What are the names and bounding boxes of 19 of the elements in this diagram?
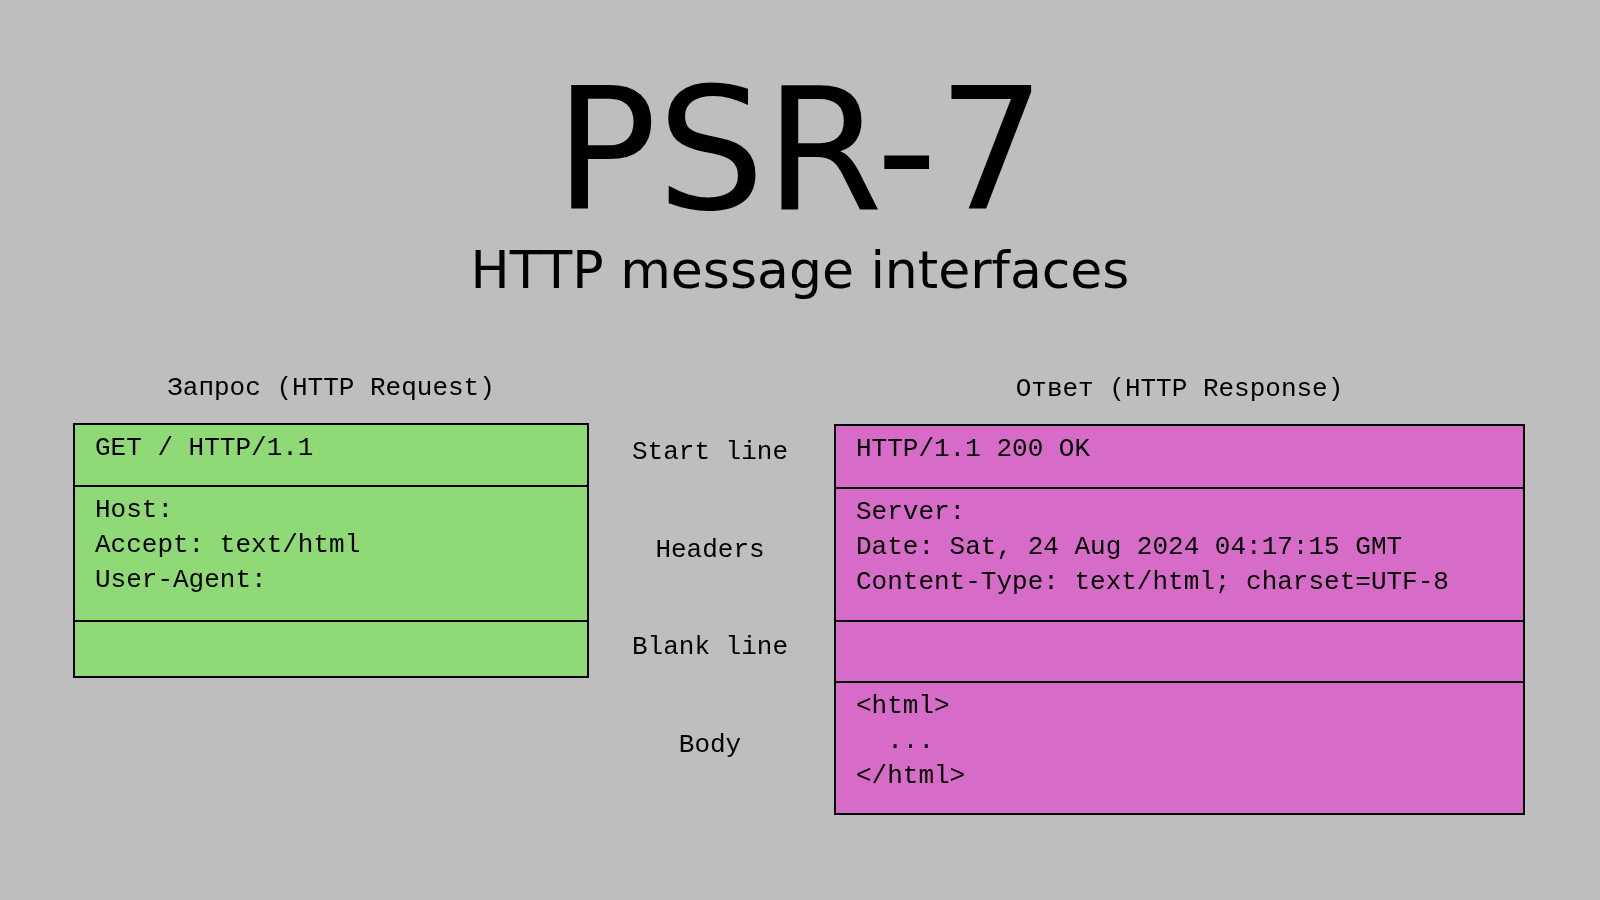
- code-line: Content-Type: text/html; charset=UTF-8: [856, 566, 1450, 599]
- code-line: GET / HTTP/1.1: [95, 432, 315, 465]
- box-heading: Запрос (HTTP Request): [166, 372, 496, 405]
- section-label: Headers: [654, 534, 766, 567]
- code-line: User-Agent:: [95, 564, 268, 597]
- title: PSR-7: [553, 60, 1047, 240]
- code-line: Accept: text/html: [95, 529, 362, 562]
- code-line: <html>: [856, 690, 951, 723]
- section-label: Blank line: [631, 631, 789, 664]
- section-label: Body: [677, 729, 743, 762]
- code-line: Date: Sat, 24 Aug 2024 04:17:15 GMT: [856, 531, 1404, 564]
- code-line: ...: [886, 725, 935, 758]
- code-line: HTTP/1.1 200 OK: [856, 433, 1092, 466]
- section-label: Start line: [631, 436, 789, 469]
- box-heading: Ответ (HTTP Response): [1014, 373, 1345, 406]
- subtitle: HTTP message interfaces: [469, 239, 1131, 302]
- code-line: </html>: [856, 760, 967, 793]
- code-line: Host:: [95, 494, 174, 527]
- code-line: Server:: [856, 496, 967, 529]
